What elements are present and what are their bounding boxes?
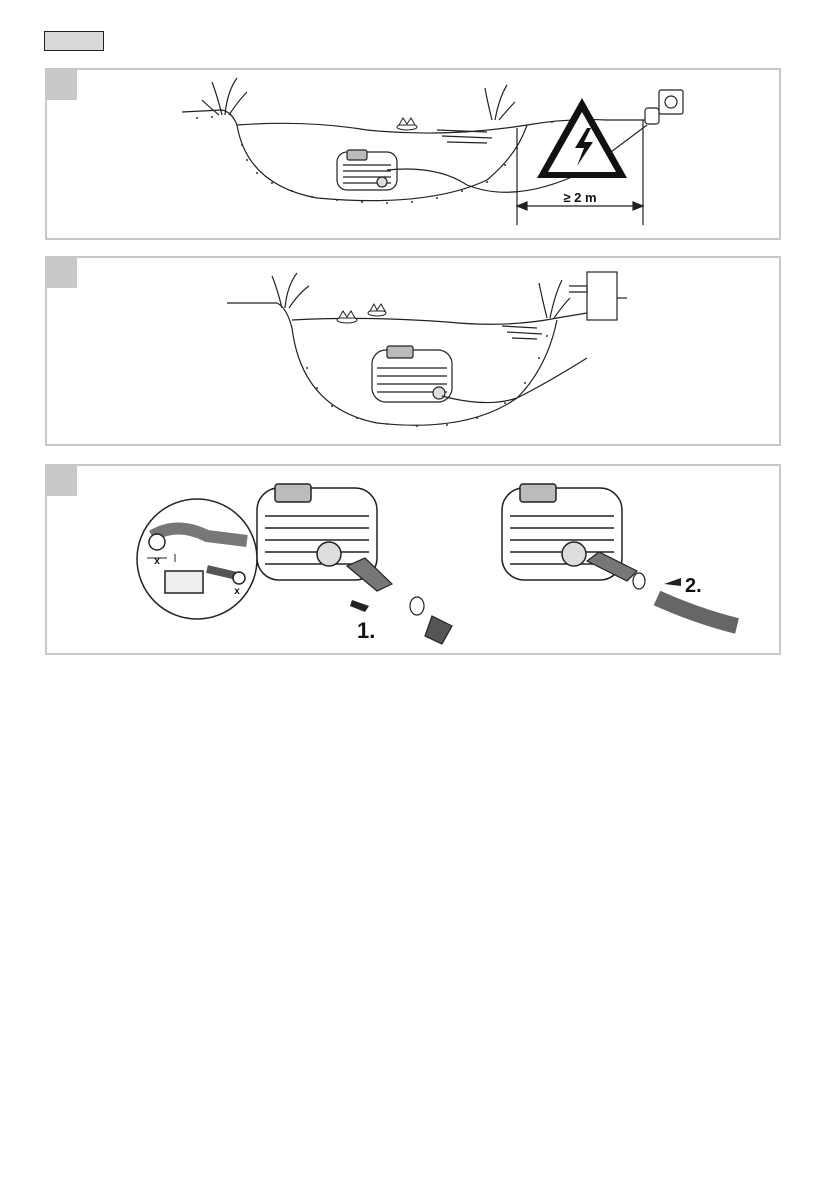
water-lily-icon xyxy=(337,304,386,323)
figure-panel-3: x x 1. 2. xyxy=(45,464,781,655)
arrow-icon xyxy=(664,578,681,586)
language-tab xyxy=(44,31,104,51)
hose-connection-illustration: x x 1. 2. xyxy=(47,466,778,652)
pump-icon xyxy=(372,346,452,402)
dimension-label-hose: x xyxy=(154,556,160,567)
pond-submerged-pump-illustration xyxy=(47,258,778,443)
step-1-label: 1. xyxy=(357,618,375,643)
step-2-label: 2. xyxy=(685,575,702,597)
plant-icon xyxy=(272,273,570,318)
figure-panel-1: ≥ 2 m xyxy=(45,68,781,240)
distance-label: ≥ 2 m xyxy=(563,190,596,205)
power-plug-icon xyxy=(645,90,683,124)
hose-icon xyxy=(587,552,737,626)
electric-shock-warning-icon xyxy=(537,98,627,178)
pond-installation-illustration: ≥ 2 m xyxy=(47,70,778,237)
water-lily-icon xyxy=(397,118,417,130)
figure-panel-2 xyxy=(45,256,781,446)
plant-icon xyxy=(202,78,515,120)
power-socket-icon xyxy=(569,272,627,320)
arrow-icon xyxy=(350,600,369,612)
dimension-label-fitting: x xyxy=(234,586,240,597)
